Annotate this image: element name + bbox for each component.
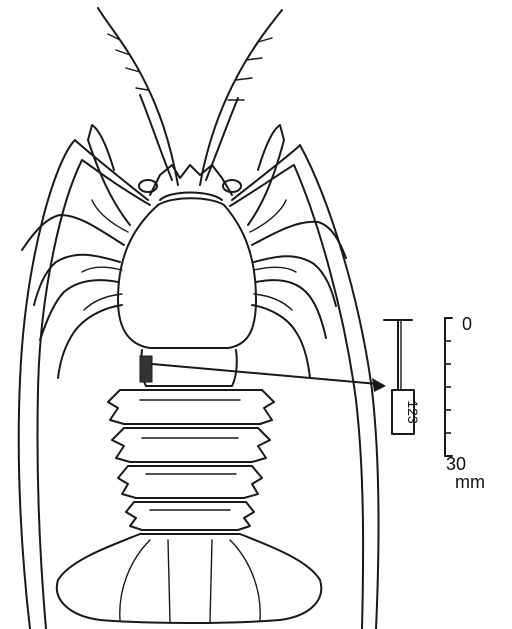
scale-unit: mm: [455, 472, 485, 492]
legs-right: [248, 125, 346, 378]
abdomen: [108, 350, 274, 530]
tag-number: 123: [405, 400, 421, 424]
tag-on-lobster: [140, 356, 152, 382]
enlarged-tag: 123: [384, 320, 421, 434]
tail-fan: [57, 534, 321, 623]
head: [139, 165, 241, 200]
scale-bottom-label: 30: [446, 454, 466, 474]
antennae: [19, 140, 379, 629]
antennules: [98, 8, 282, 185]
carapace: [118, 198, 256, 348]
legs-left: [22, 125, 130, 378]
scale-top-label: 0: [462, 314, 472, 334]
scale-bar: 0 30 mm: [445, 314, 485, 492]
